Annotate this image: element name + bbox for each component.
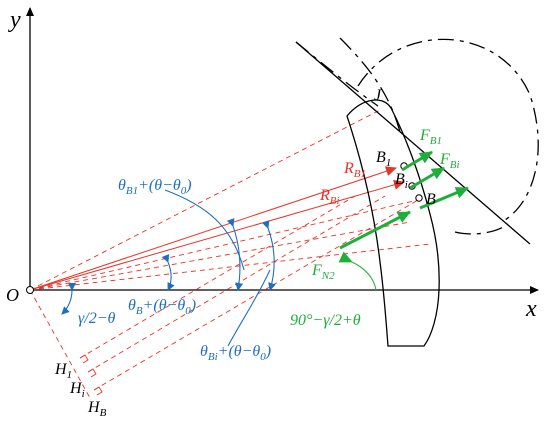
dash-line-gamma: [29, 289, 91, 399]
force-angle-arc: [338, 251, 377, 291]
force-fn2-arrow: [339, 210, 411, 250]
gear-tooth-outline: [346, 99, 440, 347]
dash-line-mid: [29, 221, 411, 291]
force-fb1-arrow: [401, 150, 433, 172]
dash-curve-right: [339, 37, 401, 133]
point-b: [415, 194, 423, 202]
point-hi-label: Hi: [69, 380, 85, 400]
right-angle-hb: [93, 386, 103, 396]
point-b-label: B: [426, 191, 436, 208]
point-b1-label: B1: [376, 149, 391, 169]
angle-gamma-label: γ/2−θ: [78, 310, 116, 327]
right-angle-hi: [87, 368, 97, 378]
dash-arc-outer: [357, 38, 539, 221]
axes: [26, 7, 539, 294]
dash-perp-hb: [93, 199, 419, 391]
force-fbi-arrow: [409, 166, 445, 190]
arc-gamma: [61, 282, 77, 315]
angle-theta-b1-label: θB1+(θ−θ0): [118, 177, 192, 197]
tangent-line: [295, 41, 531, 245]
radius-rbi-label: RBi: [319, 187, 340, 207]
leader-theta-bi: [227, 269, 271, 347]
leader-theta-b1: [164, 189, 245, 271]
radius-rbi-line: [29, 179, 405, 291]
radius-rb1-label: RB1: [343, 160, 366, 180]
point-hb-label: HB: [87, 399, 107, 419]
tooth-geometry: [295, 37, 539, 347]
force-fn2-label: FN2: [311, 262, 335, 282]
x-axis-label: x: [525, 296, 537, 322]
dash-line-ob: [29, 199, 419, 291]
arc-theta-b1: [226, 218, 244, 291]
angle-theta-bi-label: θBi+(θ−θ0): [200, 343, 271, 363]
angle-force-label: 90°−γ/2+θ: [290, 312, 361, 329]
dash-inner-bottom: [454, 223, 509, 235]
radius-rb1-line: [29, 166, 397, 291]
y-axis-label: y: [8, 7, 21, 33]
force-fb1-label: FB1: [419, 127, 442, 147]
dash-curve-left: [295, 41, 379, 107]
force-fbi-label: FBi: [439, 151, 460, 171]
force-vectors: [339, 150, 469, 250]
dash-perp-h1: [79, 195, 356, 359]
force-fb-arrow: [419, 186, 469, 210]
origin-point: [26, 286, 34, 294]
dash-line-low: [29, 243, 431, 291]
angle-theta-b-label: θB+(θ−θ0): [128, 297, 196, 317]
right-angle-h1: [79, 354, 89, 364]
point-bi-label: Bi: [395, 171, 408, 191]
arc-theta-b: [161, 254, 175, 291]
arc-theta-bi: [261, 220, 276, 291]
point-h1-label: H1: [54, 361, 72, 381]
radius-vectors: [29, 166, 405, 291]
point-j-label: J: [374, 87, 382, 104]
angle-arcs: [61, 189, 276, 347]
origin-label: O: [6, 285, 19, 305]
dash-line-upper: [29, 109, 381, 291]
